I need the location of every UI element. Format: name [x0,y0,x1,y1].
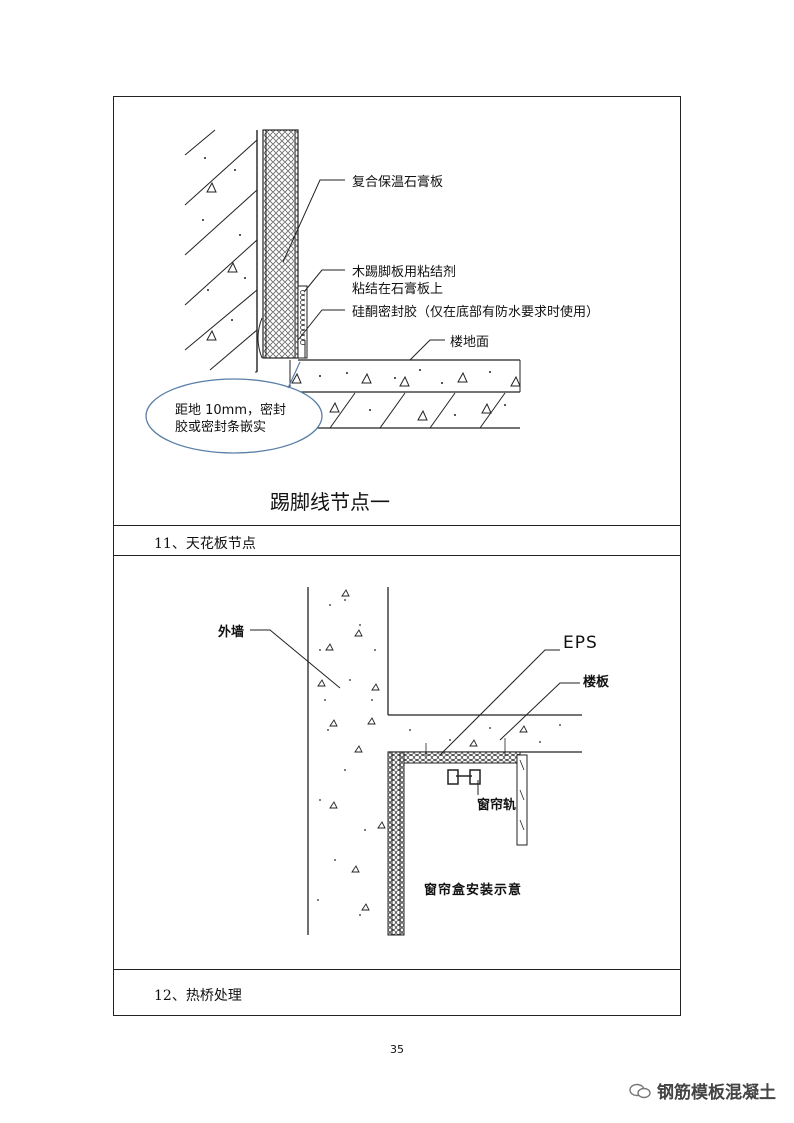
document-frame: 11、天花板节点 12、热桥处理 [113,96,681,1016]
label-floor: 楼地面 [450,335,490,350]
leader-lines-2 [250,629,580,795]
label-baseboard-line1: 木踢脚板用粘结剂 [352,265,457,280]
wall-aggregate-2 [317,599,376,916]
row-divider [114,969,680,970]
wall-aggregate [202,157,246,321]
insulation-board [262,129,299,359]
label-sealant: 硅酮密封胶（仅在底部有防水要求时使用） [352,305,600,320]
drawing-title-1: 踢脚线节点一 [270,490,390,514]
floor-aggregate [319,369,491,384]
label-curtain-rail: 窗帘轨 [477,798,517,813]
callout-text-line2: 胶或密封条嵌实 [175,420,267,435]
wechat-icon [629,1083,651,1098]
page-number: 35 [390,1043,404,1056]
section-heading-11: 11、天花板节点 [154,536,256,552]
floor-triangles [291,371,521,387]
eps-board [403,751,521,764]
label-outer-wall: 外墙 [218,625,245,640]
label-composite-board: 复合保温石膏板 [352,175,444,190]
callout-ellipse [145,378,323,454]
curtain-box-side [516,754,528,846]
callout-text-line1: 距地 10mm，密封 [175,403,287,418]
label-floor-slab: 楼板 [583,675,610,690]
wall-insulation [387,751,405,936]
watermark-text: 钢筋模板混凝土 [657,1083,776,1103]
label-baseboard-line2: 粘结在石膏板上 [352,282,444,297]
watermark: 钢筋模板混凝土 [629,1078,776,1103]
row-divider [114,525,680,526]
wall-triangles [206,181,238,341]
section-heading-12: 12、热桥处理 [154,988,242,1004]
row-divider [114,555,680,556]
drawing-caption-2: 窗帘盒安装示意 [424,883,523,898]
curtain-rail-shape [447,769,481,785]
subfloor-hatch [329,392,506,429]
leader-lines [282,179,445,361]
label-eps: EPS [563,633,598,653]
wall-triangles-2 [317,589,386,911]
wall-hatch [184,129,258,371]
